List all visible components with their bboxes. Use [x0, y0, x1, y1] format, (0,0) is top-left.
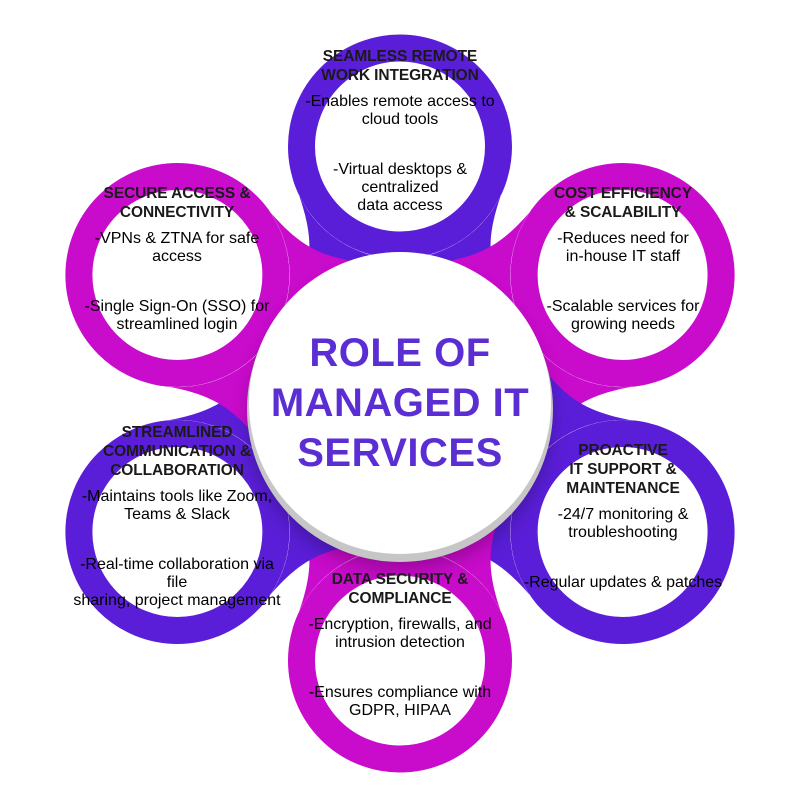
bullet-line: -Real-time collaboration via file: [80, 555, 274, 591]
center-title-line: SERVICES: [297, 431, 503, 475]
bullet-line: -Maintains tools like Zoom,: [81, 487, 273, 505]
bullet-line: -Single Sign-On (SSO) for: [84, 298, 270, 315]
heading-line: COST EFFICIENCY: [553, 185, 692, 202]
ring-top-right: [510, 163, 735, 387]
satellite-data-security-compliance: DATA SECURITY & COMPLIANCE -Encryption, …: [295, 551, 505, 771]
bullet-line: in-house IT staff: [565, 248, 681, 265]
heading-line: COMPLIANCE: [348, 590, 452, 607]
bullet-line: intrusion detection: [335, 634, 465, 651]
bullet-line: -Encryption, firewalls, and: [308, 616, 492, 633]
satellite-cost-efficiency-scalability: COST EFFICIENCY & SCALABILITY -Reduces n…: [518, 165, 728, 385]
heading-line: IT SUPPORT &: [569, 460, 677, 478]
bullet-line: GDPR, HIPAA: [349, 702, 451, 719]
bullet-line: growing needs: [570, 316, 676, 333]
heading-line: SEAMLESS REMOTE: [322, 48, 478, 65]
bullet-line: -Scalable services for: [546, 298, 700, 315]
bullet-line: Teams & Slack: [124, 505, 230, 523]
heading-line: DATA SECURITY &: [331, 571, 469, 588]
bullet-line: -Virtual desktops & centralized: [333, 161, 467, 196]
bullet-line: streamlined login: [116, 316, 238, 333]
heading-line: COMMUNICATION &: [102, 442, 252, 460]
heading-line: COLLABORATION: [110, 461, 244, 479]
satellite-heading: PROACTIVE IT SUPPORT & MAINTENANCE: [566, 441, 680, 498]
heading-line: CONNECTIVITY: [119, 204, 235, 221]
ring-top-left: [65, 163, 290, 387]
center-title-line: ROLE OF: [309, 331, 491, 375]
bullet-line: sharing, project management: [73, 591, 281, 609]
ring-top: [288, 34, 512, 259]
satellite-heading: SEAMLESS REMOTE WORK INTEGRATION: [321, 47, 479, 85]
satellite-heading: COST EFFICIENCY & SCALABILITY: [554, 184, 692, 222]
bullet-line: -Regular updates & patches: [523, 573, 723, 591]
bullet-line: cloud tools: [361, 111, 439, 128]
bullet-line: -24/7 monitoring & troubleshooting: [557, 505, 689, 541]
satellite-secure-access-connectivity: SECURE ACCESS & CONNECTIVITY -VPNs & ZTN…: [72, 165, 282, 385]
bullet-line: -VPNs & ZTNA for safe access: [94, 230, 260, 265]
satellite-heading: DATA SECURITY & COMPLIANCE: [332, 570, 469, 608]
bullet-line: -Reduces need for: [557, 230, 689, 247]
satellite-streamlined-communication-collaboration: STREAMLINED COMMUNICATION & COLLABORATIO…: [72, 422, 282, 642]
satellite-heading: STREAMLINED COMMUNICATION & COLLABORATIO…: [103, 423, 251, 480]
bullet-line: -Ensures compliance with: [308, 684, 492, 701]
ring-bottom: [288, 548, 512, 773]
ring-bottom-left: [65, 420, 290, 644]
heading-line: SECURE ACCESS &: [103, 185, 251, 202]
bullet-line: data access: [357, 197, 443, 214]
center-title-line: MANAGED IT: [270, 381, 530, 425]
satellite-seamless-remote-work-integration: SEAMLESS REMOTE WORK INTEGRATION -Enable…: [295, 37, 505, 257]
bullet-line: -Enables remote access to: [305, 93, 495, 110]
satellite-proactive-it-support-maintenance: PROACTIVE IT SUPPORT & MAINTENANCE -24/7…: [518, 422, 728, 642]
ring-bottom-right: [510, 420, 735, 644]
heading-line: PROACTIVE: [578, 441, 668, 459]
heading-line: & SCALABILITY: [564, 204, 682, 221]
satellite-heading: SECURE ACCESS & CONNECTIVITY: [104, 184, 251, 222]
heading-line: MAINTENANCE: [566, 479, 680, 497]
center-hub-circle: ROLE OF MANAGED IT SERVICES: [249, 252, 551, 554]
heading-line: WORK INTEGRATION: [321, 67, 479, 84]
heading-line: STREAMLINED: [121, 423, 233, 441]
